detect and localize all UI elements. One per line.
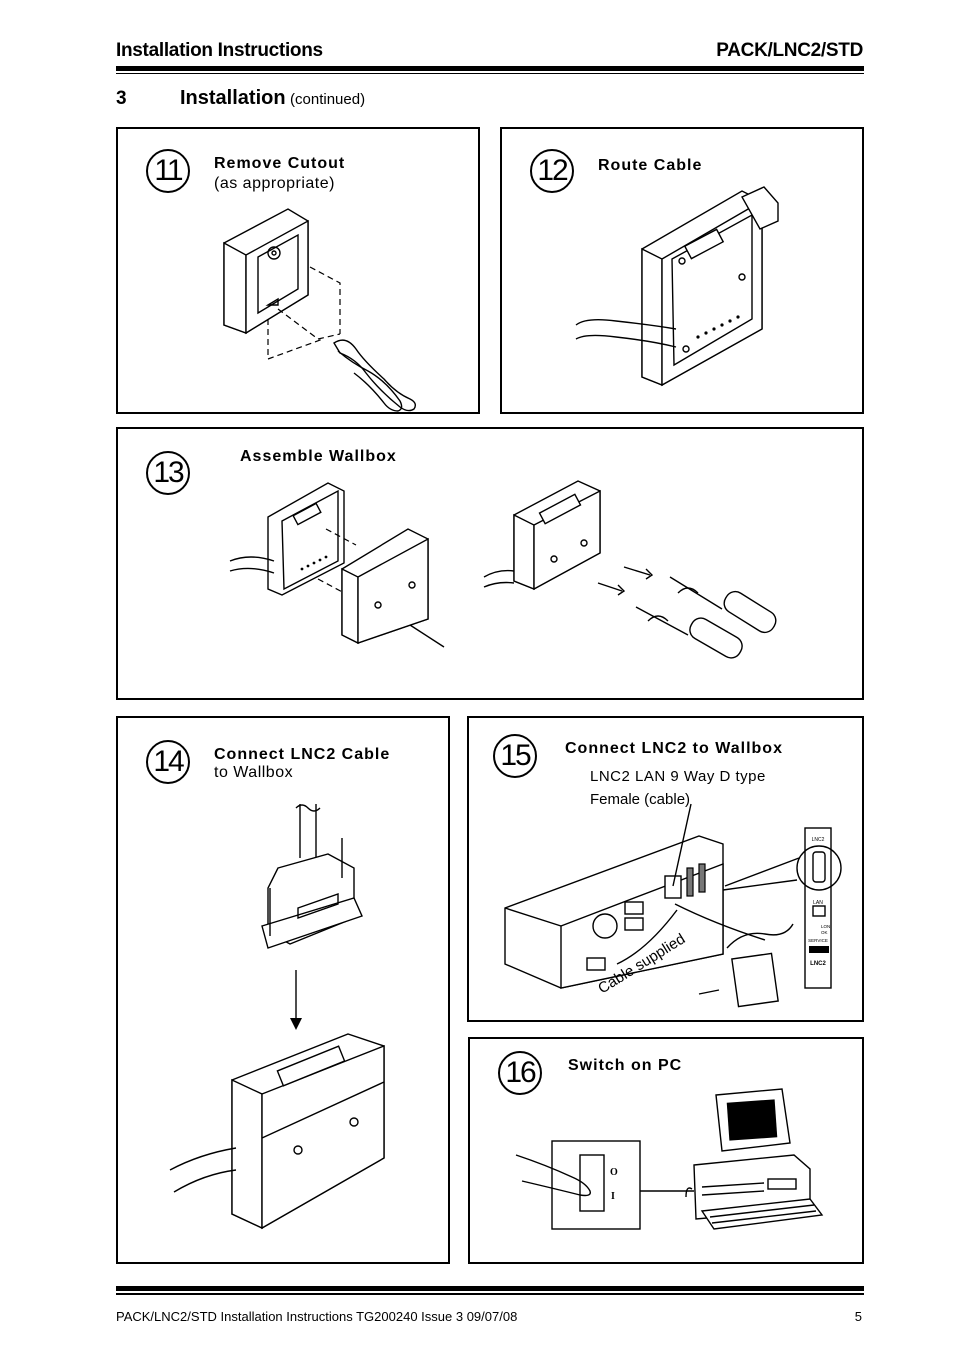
panel-step-13: 13 Assemble Wallbox (116, 427, 864, 700)
card-lan-label: LAN (813, 900, 823, 906)
panel-step-15: 15 Connect LNC2 to Wallbox LNC2 LAN 9 Wa… (467, 716, 864, 1022)
section-note: (continued) (290, 91, 366, 108)
panel-step-12: 12 Route Cable (500, 127, 864, 414)
header-rule-thin (116, 73, 864, 74)
card-led2-label: OK (821, 930, 828, 935)
step-number-16: 16 (498, 1051, 542, 1095)
footer-doc-text: PACK/LNC2/STD Installation Instructions … (116, 1309, 518, 1324)
header-rule (116, 66, 864, 71)
step-number-15: 15 (493, 734, 537, 778)
footer-rule-thin (116, 1293, 864, 1295)
switch-on-mark: I (611, 1191, 615, 1202)
header-left-title: Installation Instructions (116, 40, 323, 61)
header-right-title: PACK/LNC2/STD (716, 40, 863, 61)
card-top-label: LNC2 (812, 837, 825, 843)
step-subtitle-14: to Wallbox (214, 764, 294, 781)
switch-off-mark: O (610, 1167, 618, 1178)
page-number: 5 (854, 1309, 862, 1324)
card-led1-label: LON (821, 924, 830, 929)
step-title-11: Remove Cutout (214, 155, 346, 172)
step-number-12: 12 (530, 149, 574, 193)
step-title-16: Switch on PC (568, 1057, 683, 1074)
step-title-15: Connect LNC2 to Wallbox (565, 740, 783, 757)
step-number-11: 11 (146, 149, 190, 193)
pc-connection-illustration: LNC2 LAN LON OK SERVICE LNC2 Cable suppl… (504, 803, 842, 1008)
card-name-label: LNC2 (810, 961, 826, 967)
step-subtitle-11: (as appropriate) (214, 175, 335, 192)
switch-on-pc-illustration: O I (515, 1088, 824, 1230)
panel-step-14: 14 Connect LNC2 Cable to Wallbox (116, 716, 450, 1264)
connect-cable-illustration (169, 804, 385, 1230)
card-service-label: SERVICE (808, 938, 828, 943)
footer-rule (116, 1286, 864, 1291)
callout-line-1: LNC2 LAN 9 Way D type (590, 768, 766, 785)
assemble-wallbox-illustration (229, 480, 777, 659)
remove-cutout-illustration (223, 208, 417, 412)
route-cable-illustration (575, 186, 779, 387)
section-title: Installation (180, 87, 286, 109)
step-title-12: Route Cable (598, 157, 703, 174)
callout-line-2: Female (cable) (590, 791, 691, 808)
step-number-14: 14 (146, 740, 190, 784)
section-number: 3 (116, 88, 127, 109)
step-title-14: Connect LNC2 Cable (214, 746, 391, 763)
panel-step-11: 11 Remove Cutout (as appropriate) (116, 127, 480, 414)
section-heading: Installation (continued) (180, 87, 365, 110)
step-number-13: 13 (146, 451, 190, 495)
panel-step-16: 16 Switch on PC O I (468, 1037, 864, 1264)
step-title-13: Assemble Wallbox (240, 448, 397, 465)
